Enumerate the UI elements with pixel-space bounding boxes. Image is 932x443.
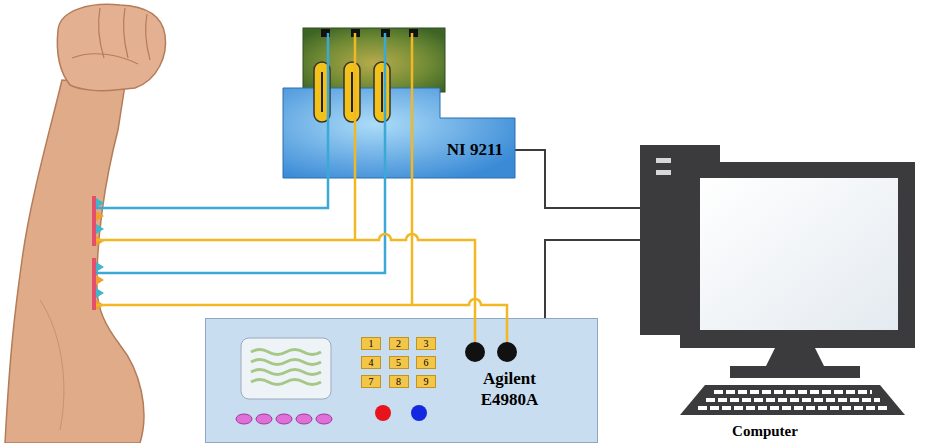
keypad-key: 1 [361, 337, 381, 350]
electrode-strip [92, 196, 96, 246]
data-cable [515, 150, 640, 208]
monitor-stand [765, 348, 825, 368]
slot-screw [381, 72, 383, 112]
keyboard-keys [698, 406, 888, 410]
drive-bay [656, 158, 671, 163]
keypad-key: 7 [361, 375, 381, 388]
key-number: 5 [396, 358, 401, 368]
finger-line [124, 8, 128, 58]
key-number: 4 [369, 358, 374, 368]
electrode-wire [96, 234, 475, 345]
key-number: 7 [369, 377, 374, 387]
terminal-slot [374, 62, 390, 122]
display-screen [241, 338, 331, 399]
muscle-line [40, 300, 64, 430]
key-number: 1 [369, 339, 374, 349]
forearm [5, 80, 144, 443]
computer: Computer [640, 140, 920, 443]
keyboard [680, 385, 905, 415]
instrument-name: Agilent E4980A [457, 368, 562, 411]
electrode-wire [411, 33, 414, 305]
keypad-key: 9 [416, 375, 436, 388]
keypad-key: 5 [389, 356, 409, 369]
keypad-key: 8 [389, 375, 409, 388]
knob [276, 414, 292, 424]
key-number: 3 [424, 339, 429, 349]
drive-bay [656, 170, 671, 175]
electrode-wire [354, 33, 357, 240]
electrode-pin [96, 198, 104, 208]
electrode-wire [96, 33, 328, 208]
meter-terminal [497, 342, 517, 362]
keypad-key: 6 [416, 356, 436, 369]
key-number: 9 [424, 377, 429, 387]
red-button [375, 405, 391, 421]
keypad-key: 4 [361, 356, 381, 369]
waveform [251, 350, 321, 355]
lcr-meter: Agilent E4980A 1 2 3 4 5 6 7 8 9 [205, 318, 598, 443]
meter-terminal [465, 342, 485, 362]
knob [236, 414, 252, 424]
slot-screw [351, 72, 353, 112]
monitor [680, 162, 915, 348]
electrode-wire [96, 33, 385, 273]
blue-button [411, 405, 427, 421]
waveform [251, 370, 321, 375]
electrode-pin [96, 211, 104, 221]
electrode-pin [96, 262, 104, 272]
screw-terminal [409, 29, 418, 37]
keypad-key: 3 [416, 337, 436, 350]
data-cable [545, 240, 640, 318]
waveform [251, 380, 321, 385]
knob [316, 414, 332, 424]
keyboard-keys [714, 390, 872, 394]
knob [296, 414, 312, 424]
keyboard-keys [706, 398, 880, 402]
waveform [251, 360, 321, 365]
finger-line [99, 8, 104, 58]
electrode-pin [96, 288, 104, 298]
fist [57, 4, 165, 90]
computer-label: Computer [732, 423, 798, 440]
slot-screw [321, 72, 323, 112]
knob [256, 414, 272, 424]
keypad-key: 2 [389, 337, 409, 350]
key-number: 8 [396, 377, 401, 387]
thumb-line [72, 54, 138, 64]
electrode-wire [96, 299, 507, 345]
electrode-pin [96, 275, 104, 285]
module-name: NI 9211 [447, 140, 503, 160]
key-number: 6 [424, 358, 429, 368]
monitor-screen [700, 178, 898, 330]
finger-line [146, 14, 150, 60]
monitor-base [730, 366, 860, 378]
electrode-strip [92, 258, 96, 310]
terminal-slot [344, 62, 360, 122]
electrode-pin [96, 224, 104, 234]
key-number: 2 [396, 339, 401, 349]
